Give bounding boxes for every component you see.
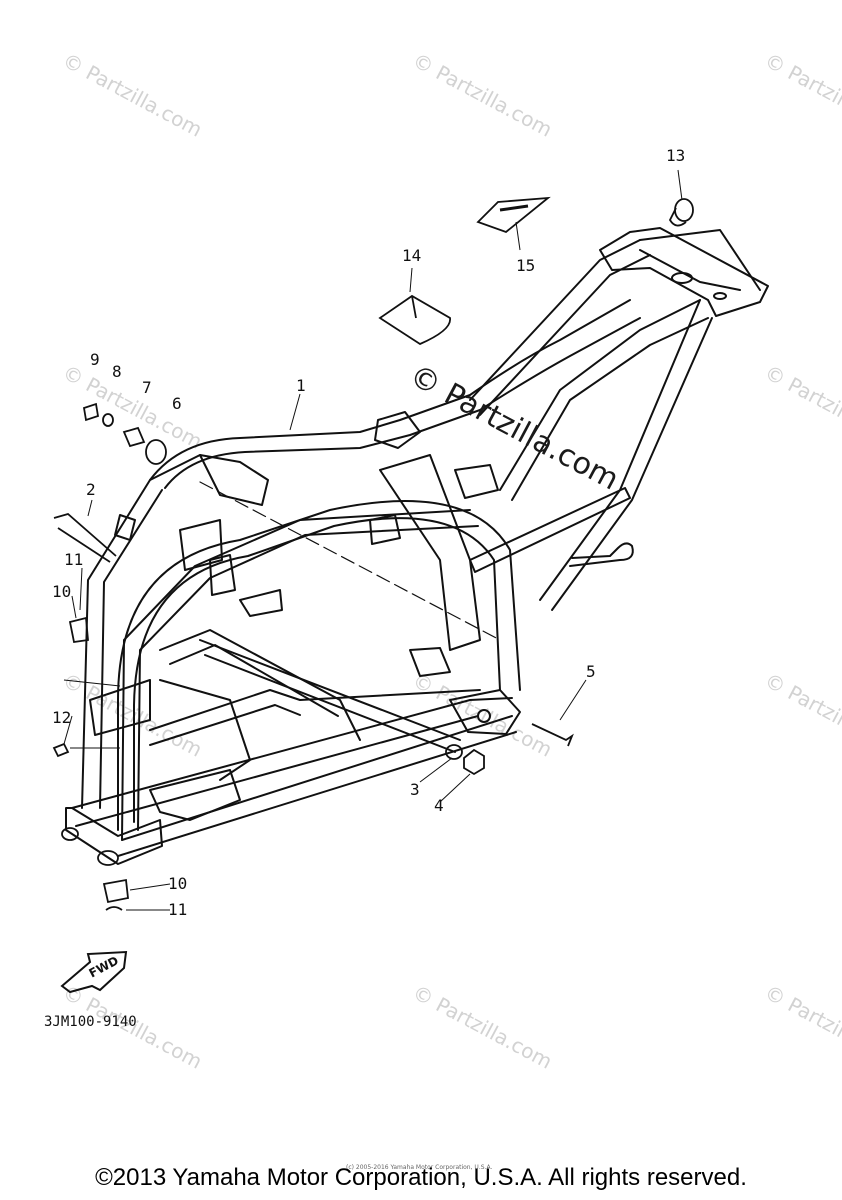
nut (463, 748, 485, 776)
front-bumper (65, 807, 163, 865)
center-line (199, 481, 501, 641)
gusset (114, 514, 136, 541)
callout-9: 9 (90, 350, 100, 369)
washer (102, 413, 114, 427)
rear-plate-hole (671, 272, 693, 284)
grease-fitting (52, 742, 70, 758)
bolt (82, 402, 100, 422)
front-upright-right (121, 509, 471, 841)
mid-cross-tube (159, 629, 361, 741)
bumper-end (97, 850, 119, 866)
lower-rail-left-inner (75, 715, 479, 827)
fwd-arrow (60, 950, 128, 994)
engine-mount-cross-2 (204, 654, 456, 753)
front-hoop-inner (133, 517, 501, 823)
rear-down-stay-2 (551, 317, 713, 611)
swingarm-pivot (449, 689, 521, 735)
engine-mount-cross (199, 639, 461, 741)
callout-13: 13 (666, 146, 686, 165)
clip (105, 906, 123, 911)
rear-bracket-plate (379, 454, 481, 651)
callout-10-lower: 10 (168, 874, 188, 893)
long-bolt (53, 513, 117, 557)
callout-6: 6 (172, 394, 182, 413)
rear-diag-rail (499, 299, 701, 491)
lower-bracket (149, 769, 241, 821)
callout-2: 2 (86, 480, 96, 499)
tab (374, 411, 421, 449)
pivot-hole (477, 709, 491, 723)
rear-upper-rail (469, 239, 641, 401)
rear-cross-detail (639, 249, 741, 291)
side-bracket-strip (469, 487, 631, 573)
rubber-cap (674, 198, 694, 222)
rear-side-rail (639, 229, 761, 291)
seat-pad (378, 294, 451, 346)
tab (454, 464, 499, 499)
callout-4: 4 (434, 796, 444, 815)
lower-cross-tube (149, 689, 481, 731)
lower-rail-right (117, 731, 517, 857)
gusset (179, 519, 223, 571)
grommet-lower (102, 878, 129, 904)
collar (122, 426, 146, 448)
gusset (209, 554, 236, 596)
callout-7: 7 (142, 378, 152, 397)
top-tube-lower (164, 317, 641, 489)
grommet (68, 616, 89, 644)
front-upright-right-inner (137, 525, 479, 831)
callout-3: 3 (410, 780, 420, 799)
tab (239, 589, 283, 617)
front-down-tube (159, 679, 251, 781)
callout-14: 14 (402, 246, 422, 265)
rear-diag-rail-2 (511, 317, 709, 501)
footer-copyright: ©2013 Yamaha Motor Corporation, U.S.A. A… (95, 1164, 747, 1191)
callout-11-upper: 11 (64, 550, 84, 569)
bumper-end (61, 827, 79, 841)
front-hoop-outer (117, 500, 521, 831)
front-bracket (89, 679, 151, 736)
tiny-copyright: (c) 2005-2016 Yamaha Motor Corporation, … (346, 1164, 493, 1171)
pivot-bolt (531, 723, 574, 747)
diagram-code: 3JM100-9140 (44, 1014, 137, 1030)
rear-upper-rail-2 (479, 254, 651, 416)
callout-5: 5 (586, 662, 596, 681)
callout-1: 1 (296, 376, 306, 395)
callout-12: 12 (52, 708, 72, 727)
rear-plate-hole-2 (713, 292, 727, 300)
callout-15: 15 (516, 256, 536, 275)
washer (445, 744, 463, 760)
callout-10-upper: 10 (52, 582, 72, 601)
tab (369, 514, 401, 545)
lower-cross-tube-2 (149, 704, 301, 746)
bushing (145, 439, 167, 465)
caution-label (476, 196, 551, 234)
rear-cross-plate (599, 227, 769, 317)
footrest-bar (569, 542, 634, 567)
front-upright-left (81, 454, 201, 809)
callout-11-lower: 11 (168, 900, 188, 919)
callout-8: 8 (112, 362, 122, 381)
shock-mount (409, 647, 451, 677)
tab (199, 454, 269, 506)
mid-cross-tube-2 (169, 644, 339, 717)
lower-rail-left (71, 697, 513, 809)
